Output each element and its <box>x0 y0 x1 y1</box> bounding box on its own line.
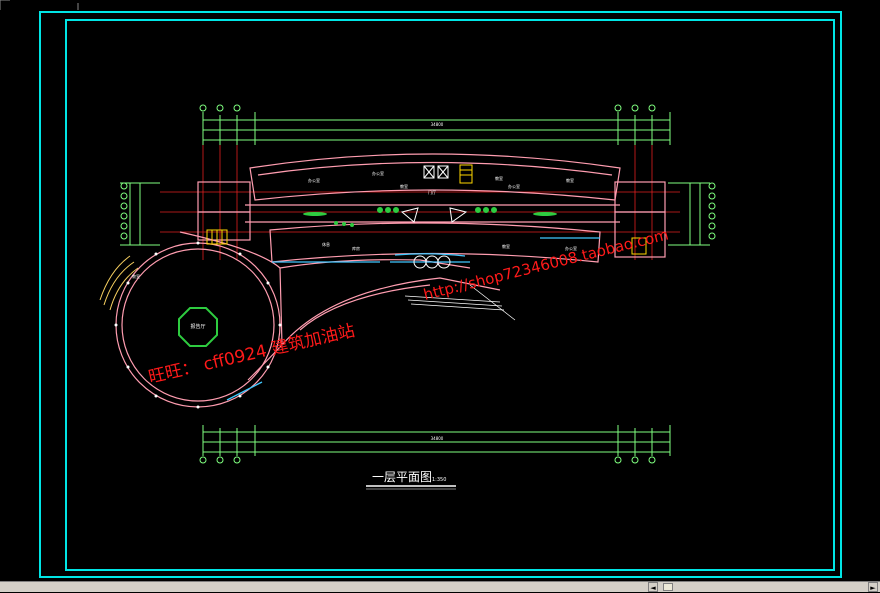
entrance-doors <box>413 255 451 269</box>
cad-drawing-canvas[interactable]: 34800 34800 <box>0 0 880 581</box>
watermark: 旺旺： cff0924 建筑加油站 http://shop72346008.ta… <box>147 226 671 388</box>
room-label: 教室 <box>566 177 574 183</box>
drawing-frame-outer <box>39 11 842 578</box>
room-label: 办公室 <box>508 183 520 189</box>
column-markers <box>114 241 282 409</box>
room-label: 教室 <box>132 273 140 279</box>
drawing-scale: 1:350 <box>432 477 446 483</box>
dimension-right <box>668 182 710 246</box>
octagon-center <box>178 307 218 347</box>
room-labels: 办公室 办公室 教室 教室 教室 办公室 门厅 休息 库房 教室 办公室 教室 <box>132 170 577 279</box>
dimension-bottom <box>202 425 671 456</box>
dimension-left <box>120 182 160 246</box>
entrance-steps <box>404 284 516 321</box>
floor-plan-drawing: 34800 34800 <box>0 0 842 578</box>
drawing-title: 一层平面图 <box>372 470 432 484</box>
room-label: 办公室 <box>372 170 384 176</box>
room-label: 教室 <box>400 183 408 189</box>
corner-mark <box>0 0 10 10</box>
circle-room-label: 报告厅 <box>190 323 205 330</box>
dimension-top-label: 34800 <box>431 122 444 127</box>
scroll-thumb[interactable] <box>663 583 673 591</box>
stairs <box>206 164 647 255</box>
watermark-shop-url: http://shop72346008.taobao.com <box>422 226 671 304</box>
glass-walls <box>226 237 600 401</box>
room-label: 库房 <box>352 245 360 251</box>
room-label: 教室 <box>502 243 510 249</box>
dimension-bottom-label: 34800 <box>431 436 444 441</box>
drawing-frame-inner <box>65 19 835 571</box>
room-label: 门厅 <box>428 189 436 195</box>
room-label: 休息 <box>322 241 330 247</box>
room-label: 办公室 <box>565 245 577 251</box>
dimension-top <box>202 112 671 145</box>
horizontal-scrollbar[interactable]: ◄ ► <box>0 581 880 592</box>
room-label: 办公室 <box>308 177 320 183</box>
room-label: 教室 <box>495 175 503 181</box>
elevators <box>400 165 468 223</box>
planters <box>303 207 557 227</box>
curved-stage-seating <box>99 255 139 311</box>
axis-bubbles <box>120 104 716 464</box>
